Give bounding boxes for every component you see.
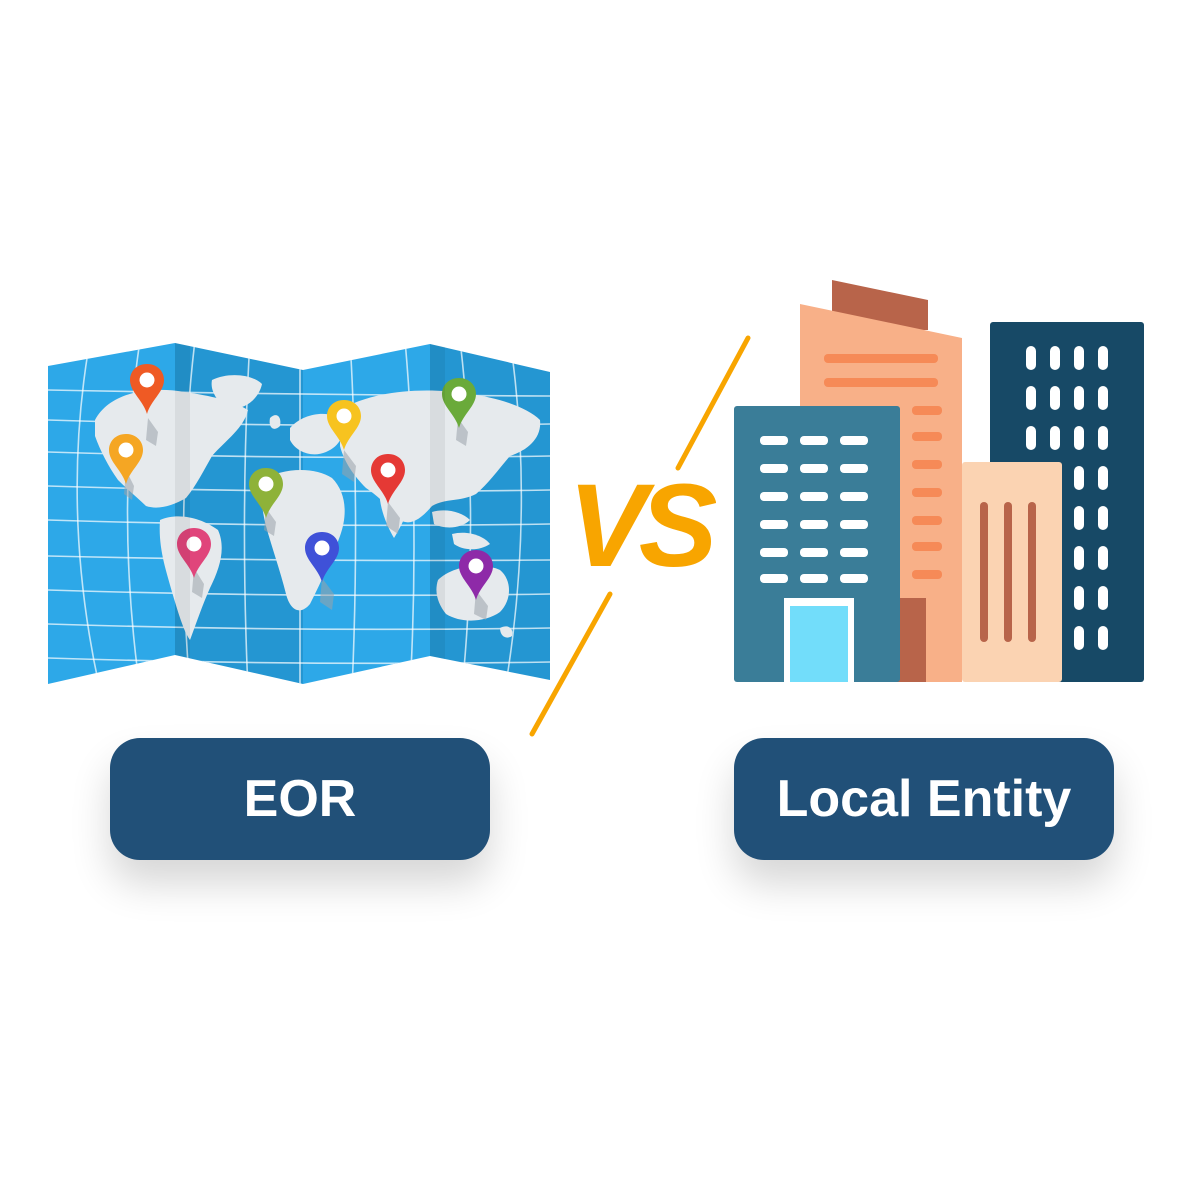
- building-windows: [824, 354, 942, 579]
- map-fold-shadows: [175, 343, 445, 659]
- building-rust-base: [896, 598, 926, 682]
- navy-tower-windows: [1026, 346, 1108, 650]
- vs-divider-icon: [529, 335, 751, 737]
- city-buildings-icon: [734, 280, 1144, 682]
- eor-label: EOR: [110, 738, 490, 860]
- pin-shadows: [124, 418, 488, 620]
- vs-label: VS: [566, 460, 725, 599]
- building-teal: [734, 406, 900, 682]
- vs-text-icon: VS: [568, 460, 725, 592]
- svg-text:VS: VS: [568, 470, 716, 580]
- cream-building-pillars: [980, 502, 1036, 642]
- local-entity-label-text: Local Entity: [776, 770, 1072, 828]
- world-map-icon: [48, 343, 550, 684]
- eor-label-text: EOR: [243, 770, 357, 828]
- teal-building-windows: [760, 436, 868, 583]
- local-entity-label: Local Entity: [734, 738, 1114, 860]
